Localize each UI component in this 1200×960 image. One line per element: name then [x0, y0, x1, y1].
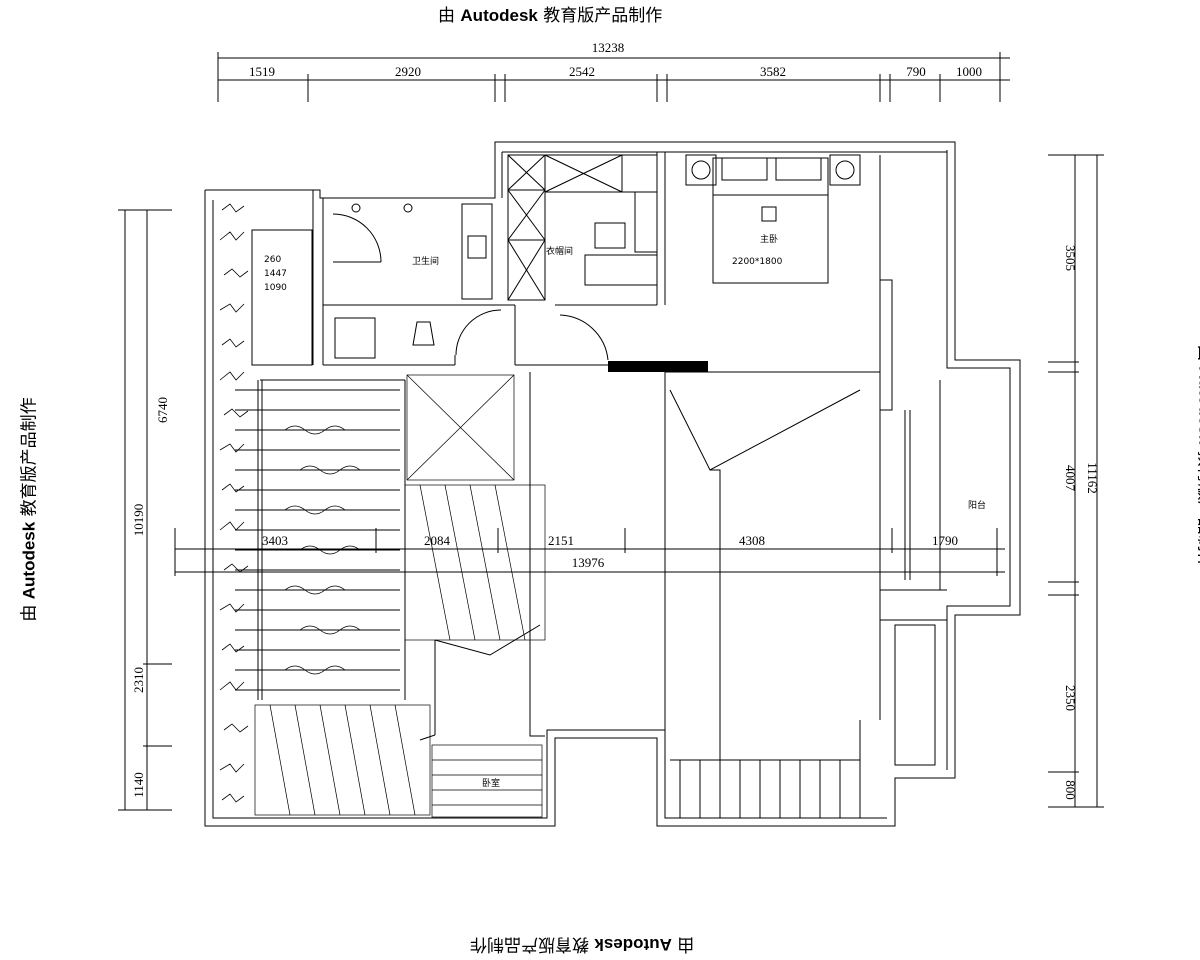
- left-dimension-lines: [118, 209, 172, 811]
- dim-right-seg: 3505: [1063, 245, 1078, 271]
- bottom-dimension-real: [174, 528, 1005, 576]
- dim-top-seg: 790: [906, 64, 926, 79]
- dim-left-total: 10190: [131, 504, 146, 537]
- planter-strip: [219, 203, 361, 803]
- dim-top-seg: 1519: [249, 64, 275, 79]
- dim-top-seg: 2542: [569, 64, 595, 79]
- room-label-master-bedroom: 主卧: [760, 233, 778, 245]
- deck-area: [254, 374, 546, 818]
- note-line-3: 1090: [264, 283, 287, 293]
- dim-right-seg: 800: [1063, 780, 1078, 800]
- dim-bottom-total: 13976: [572, 555, 605, 570]
- stairs: [669, 389, 861, 818]
- dim-bottom-seg: 1790: [932, 533, 958, 548]
- bedroom-furniture: [594, 154, 861, 284]
- dim-left-seg: 1140: [131, 772, 146, 798]
- dimension-texts: 13238 1519 2920 2542 3582 790 1000 3403 …: [131, 40, 1100, 800]
- watermark-top: 由 Autodesk 教育版产品制作: [438, 6, 663, 26]
- bathroom-fixtures: [334, 203, 493, 359]
- top-dimension-lines: [217, 52, 1010, 102]
- interior-walls: [251, 152, 947, 766]
- room-label-balcony: 阳台: [968, 499, 986, 511]
- room-label-closet: 衣帽间: [546, 245, 573, 257]
- stairs-upper-left: [419, 624, 541, 741]
- dim-top-seg: 3582: [760, 64, 786, 79]
- dim-left-seg: 6740: [155, 397, 170, 423]
- note-line-2: 1447: [264, 269, 287, 279]
- closet: [507, 154, 658, 301]
- dim-right-total: 11162: [1085, 462, 1100, 494]
- room-label-bathroom: 卫生间: [412, 255, 439, 267]
- bottom-dimension-lines: [170, 549, 175, 550]
- doors: [332, 213, 609, 361]
- right-dimension-lines: [1048, 154, 1104, 808]
- pergola: [235, 379, 406, 700]
- room-labels: 卫生间 衣帽间 主卧 2200*1800 阳台 卧室 260 1447 1090: [264, 233, 986, 789]
- dim-top-seg: 1000: [956, 64, 982, 79]
- dim-bottom-seg: 2151: [548, 533, 574, 548]
- dim-left-seg: 2310: [131, 667, 146, 693]
- outer-walls: [204, 141, 1021, 827]
- note-line-1: 260: [264, 255, 281, 265]
- bed-size-label: 2200*1800: [732, 257, 783, 267]
- dim-right-seg: 4007: [1063, 465, 1078, 492]
- dim-bottom-seg: 3403: [262, 533, 288, 548]
- threshold-bar: [608, 361, 708, 372]
- dim-top-total: 13238: [592, 40, 625, 55]
- dim-bottom-seg: 2084: [424, 533, 451, 548]
- dim-bottom-seg: 4308: [739, 533, 765, 548]
- room-label-small-room: 卧室: [482, 777, 500, 789]
- dim-right-seg: 2350: [1063, 685, 1078, 711]
- dim-top-seg: 2920: [395, 64, 421, 79]
